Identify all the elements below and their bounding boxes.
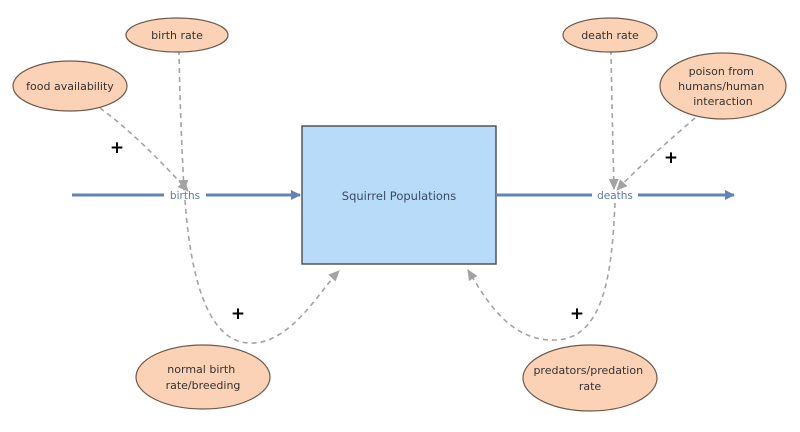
converter-normal-birth[interactable]: normal birth rate/breeding bbox=[135, 344, 271, 410]
polarity-poison: + bbox=[664, 148, 678, 168]
stock-squirrel-populations[interactable]: Squirrel Populations bbox=[301, 125, 497, 265]
poison-line-1: poison from bbox=[689, 65, 754, 78]
converter-poison[interactable]: poison from humans/human interaction bbox=[659, 52, 787, 120]
predators-line-1: predators/predation bbox=[533, 364, 643, 377]
link-normal-birth-to-stock bbox=[184, 199, 340, 344]
predators-label: predators/predation rate bbox=[533, 364, 646, 393]
polarity-food: + bbox=[110, 138, 124, 158]
link-death-rate-to-deaths bbox=[608, 49, 619, 190]
births-flow[interactable]: births bbox=[72, 187, 301, 203]
converter-predators[interactable]: predators/predation rate bbox=[522, 344, 658, 412]
birth-rate-label: birth rate bbox=[151, 29, 203, 42]
converter-food-availability[interactable]: food availability bbox=[12, 60, 128, 112]
link-food-to-births bbox=[99, 107, 189, 192]
stock-box bbox=[301, 125, 497, 265]
normal-birth-line-2: rate/breeding bbox=[166, 379, 241, 392]
deaths-flow[interactable]: deaths bbox=[497, 187, 735, 203]
normal-birth-label: normal birth rate/breeding bbox=[166, 363, 241, 392]
stock-label: Squirrel Populations bbox=[342, 189, 456, 203]
poison-label: poison from humans/human interaction bbox=[678, 65, 768, 108]
predators-line-2: rate bbox=[579, 380, 602, 393]
polarity-predators: + bbox=[570, 304, 584, 324]
normal-birth-line-1: normal birth bbox=[167, 363, 235, 376]
deaths-label-bg bbox=[592, 187, 638, 203]
converter-birth-rate[interactable]: birth rate bbox=[125, 17, 229, 53]
poison-line-2: humans/human bbox=[678, 80, 764, 93]
births-label: births bbox=[170, 190, 200, 202]
link-predators-to-stock bbox=[467, 202, 616, 341]
deaths-label: deaths bbox=[597, 190, 633, 202]
link-birth-rate-to-births bbox=[178, 49, 189, 191]
food-availability-label: food availability bbox=[26, 80, 114, 93]
converter-death-rate[interactable]: death rate bbox=[562, 17, 658, 53]
births-label-bg bbox=[164, 187, 206, 203]
poison-line-3: interaction bbox=[693, 95, 753, 108]
death-rate-label: death rate bbox=[581, 29, 639, 42]
link-poison-to-deaths bbox=[616, 117, 696, 191]
polarity-normal-birth: + bbox=[231, 304, 245, 324]
